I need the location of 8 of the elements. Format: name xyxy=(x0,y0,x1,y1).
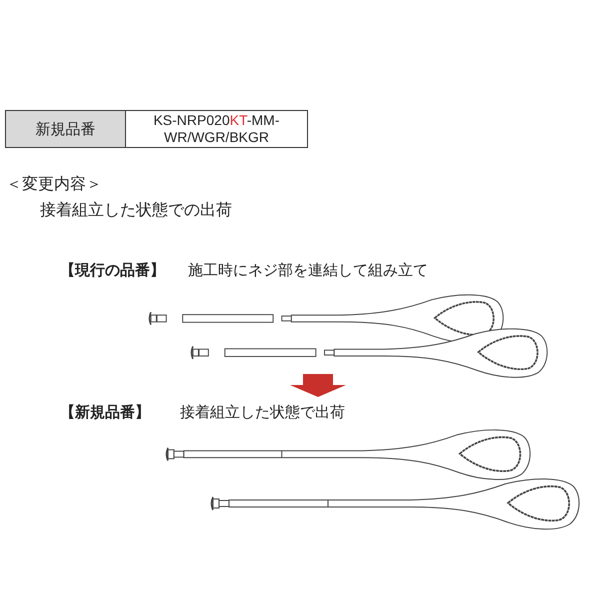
section-heading: ＜変更内容＞ xyxy=(6,174,102,194)
description-text: 施工時にネジ部を連結して組み立て xyxy=(188,261,428,279)
table-header-cell: 新規品番 xyxy=(5,110,126,148)
section-label: 【現行の品番】 xyxy=(60,261,165,279)
section-label: 【新規品番】 xyxy=(60,403,150,421)
description-text: 接着組立した状態で出荷 xyxy=(180,403,345,421)
change-description: 接着組立した状態での出荷 xyxy=(40,200,232,220)
part-number-cell: KS-NRP020KT-MM-WR/WGR/BKGR xyxy=(125,110,308,148)
